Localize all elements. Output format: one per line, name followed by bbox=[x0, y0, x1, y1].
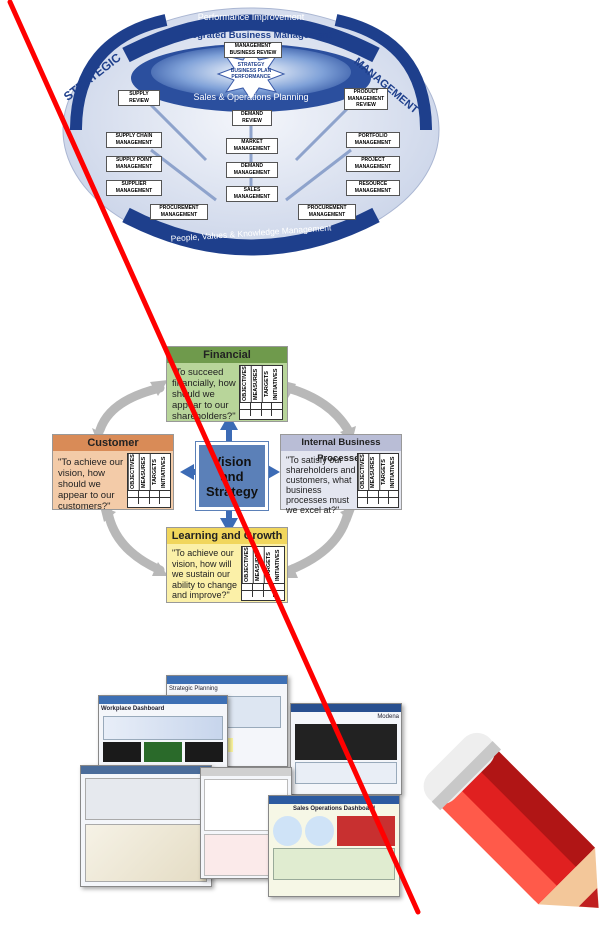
bsc-learning-box: Learning and Growth "To achieve our visi… bbox=[166, 527, 288, 603]
bsc-financial-title: Financial bbox=[167, 347, 287, 363]
ibm-box-resource-management: RESOURCE MANAGEMENT bbox=[346, 180, 400, 196]
dashboard-collage: Strategic Planning Workplace Dashboard M… bbox=[80, 675, 410, 897]
bsc-internal-box: Internal Business Processes "To satisfy … bbox=[280, 434, 402, 515]
ibm-box-supply-chain-management: SUPPLY CHAIN MANAGEMENT bbox=[106, 132, 162, 148]
ibm-box-sales-management: SALES MANAGEMENT bbox=[226, 186, 278, 202]
bsc-financial-question: "To succeed financially, how should we a… bbox=[172, 367, 236, 422]
ibm-diagram: Performance Improvement Integrated Busin… bbox=[56, 0, 446, 260]
ibm-box-procurement-right: PROCUREMENT MANAGEMENT bbox=[298, 204, 356, 220]
collage-shot-title-4: Modena bbox=[377, 714, 399, 720]
ibm-core-line2: BUSINESS PLAN bbox=[230, 68, 272, 74]
ibm-box-project-management: PROJECT MANAGEMENT bbox=[346, 156, 400, 172]
ibm-box-demand-management: DEMAND MANAGEMENT bbox=[226, 162, 278, 178]
ibm-box-product-management-review: PRODUCT MANAGEMENT REVIEW bbox=[344, 88, 388, 110]
collage-shot-6: Sales Operations Dashboard bbox=[268, 795, 400, 897]
ibm-integrated-label: Integrated Business Management bbox=[180, 30, 332, 41]
ibm-box-market-management: MARKET MANAGEMENT bbox=[226, 138, 278, 154]
collage-shot-title-1: Workplace Dashboard bbox=[101, 706, 165, 712]
collage-shot-3: Modena bbox=[290, 703, 402, 795]
collage-shot-title-2: Sales Operations Dashboard bbox=[292, 806, 376, 812]
bsc-customer-box: Customer "To achieve our vision, how sho… bbox=[52, 434, 174, 512]
ibm-box-supply-point-management: SUPPLY POINT MANAGEMENT bbox=[106, 156, 162, 172]
bsc-customer-title: Customer bbox=[53, 435, 173, 451]
collage-shot-2: Workplace Dashboard bbox=[98, 695, 228, 777]
ibm-box-demand-review: DEMAND REVIEW bbox=[232, 110, 272, 126]
ibm-box-supplier-management: SUPPLIER MANAGEMENT bbox=[106, 180, 162, 196]
ibm-core-line3: PERFORMANCE bbox=[231, 74, 271, 80]
bsc-internal-question: "To satisfy our shareholders and custome… bbox=[286, 455, 356, 515]
pencil-icon[interactable] bbox=[420, 725, 616, 920]
bsc-customer-question: "To achieve our vision, how should we ap… bbox=[58, 457, 124, 512]
bsc-vision-line3: Strategy bbox=[205, 483, 259, 499]
ibm-box-procurement-left: PROCUREMENT MANAGEMENT bbox=[150, 204, 208, 220]
collage-shot-4 bbox=[80, 765, 212, 887]
bsc-learning-question: "To achieve our vision, how will we sust… bbox=[172, 548, 238, 600]
ibm-box-management-business-review: MANAGEMENT BUSINESS REVIEW bbox=[224, 42, 282, 58]
bsc-financial-box: Financial "To succeed financially, how s… bbox=[166, 346, 288, 422]
pencil-icon-graphic bbox=[423, 732, 599, 908]
collage-shot-title-3: Strategic Planning bbox=[169, 686, 218, 692]
bsc-vision-line1: Vision bbox=[212, 453, 252, 469]
bsc-internal-title: Internal Business Processes bbox=[281, 435, 401, 464]
ibm-box-portfolio-management: PORTFOLIO MANAGEMENT bbox=[346, 132, 400, 148]
ibm-top-arc-label: Performance Improvement bbox=[197, 12, 305, 22]
ibm-box-supply-review: SUPPLY REVIEW bbox=[118, 90, 160, 106]
bsc-learning-title: Learning and Growth bbox=[167, 528, 287, 544]
ibm-center-band-label: Sales & Operations Planning bbox=[193, 92, 309, 102]
ibm-core-line1: STRATEGY bbox=[237, 62, 265, 68]
